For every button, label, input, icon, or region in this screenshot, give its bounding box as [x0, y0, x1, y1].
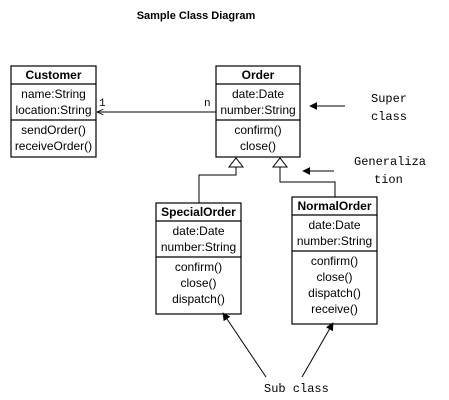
class-method: dispatch() — [172, 292, 225, 306]
class-name: Customer — [25, 68, 81, 82]
association-line: 1 n — [97, 98, 216, 112]
annotation-label: class — [371, 110, 407, 124]
generalization-special-order — [198, 157, 245, 203]
class-method: confirm() — [311, 254, 358, 268]
class-normal-order: NormalOrder date:Date number:String conf… — [291, 196, 378, 325]
multiplicity-order: n — [204, 98, 211, 110]
class-name: SpecialOrder — [161, 205, 236, 219]
annotation-sub-class: Sub class — [222, 312, 334, 396]
generalization-normal-order — [271, 157, 336, 197]
class-attribute: number:String — [220, 103, 295, 117]
annotation-label: Sub class — [264, 382, 329, 396]
annotation-generalization: Generaliza tion — [302, 155, 426, 187]
class-method: close() — [180, 276, 216, 290]
annotation-label: tion — [374, 173, 403, 187]
class-attribute: number:String — [297, 234, 372, 248]
annotation-super-class: Super class — [309, 92, 407, 124]
class-method: close() — [316, 270, 352, 284]
class-name: NormalOrder — [297, 199, 371, 213]
class-method: confirm() — [234, 123, 281, 137]
class-attribute: number:String — [161, 240, 236, 254]
class-customer: Customer name:String location:String sen… — [10, 65, 97, 158]
annotation-label: Generaliza — [354, 155, 426, 169]
diagram-title: Sample Class Diagram — [137, 10, 256, 22]
generalization-triangle — [271, 157, 289, 168]
class-attribute: location:String — [15, 103, 91, 117]
class-attribute: date:Date — [308, 218, 360, 232]
annotation-label: Super — [371, 92, 407, 106]
generalization-triangle — [227, 157, 245, 168]
multiplicity-customer: 1 — [99, 98, 106, 110]
class-method: close() — [240, 139, 276, 153]
class-attribute: date:Date — [172, 224, 224, 238]
class-method: confirm() — [175, 260, 222, 274]
class-method: receive() — [311, 302, 358, 316]
class-attribute: date:Date — [232, 87, 284, 101]
class-name: Order — [242, 68, 275, 82]
class-method: sendOrder() — [21, 123, 86, 137]
class-method: dispatch() — [308, 286, 361, 300]
class-order: Order date:Date number:String confirm() … — [215, 65, 301, 158]
class-attribute: name:String — [21, 87, 86, 101]
class-method: receiveOrder() — [15, 139, 92, 153]
class-special-order: SpecialOrder date:Date number:String con… — [155, 202, 242, 315]
